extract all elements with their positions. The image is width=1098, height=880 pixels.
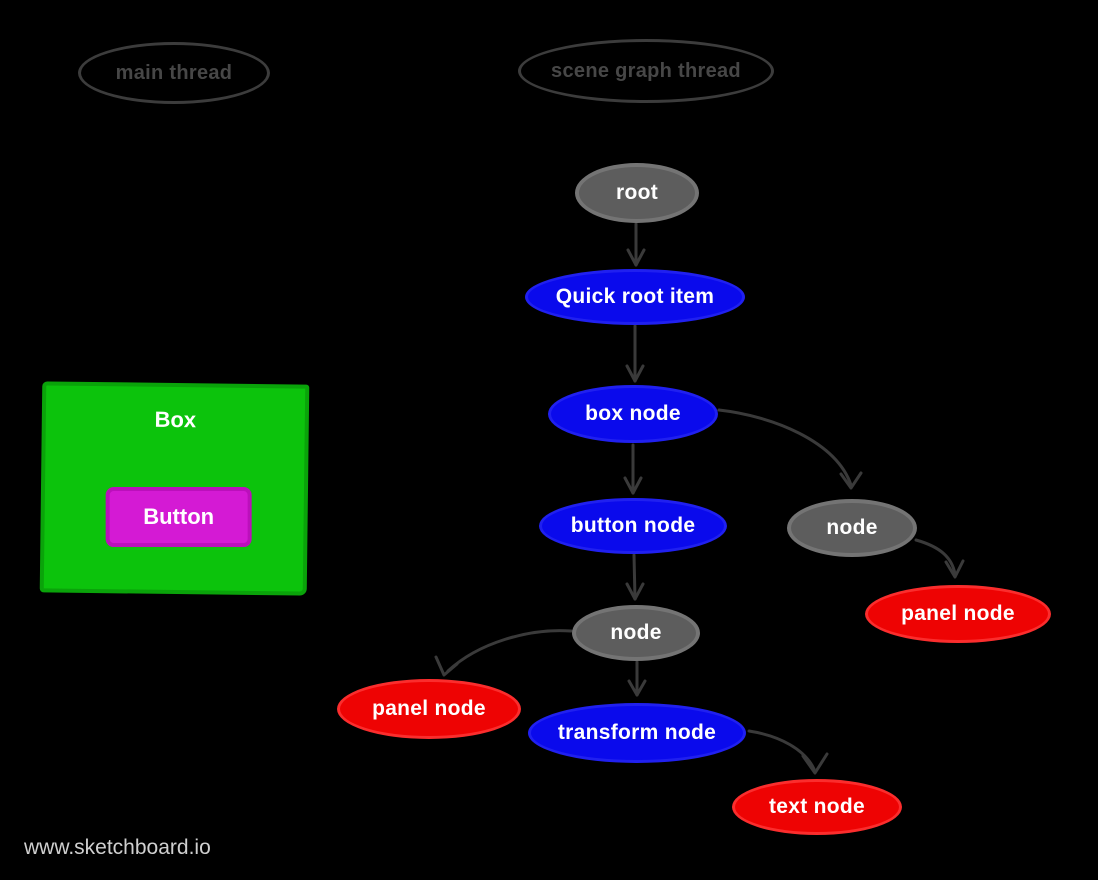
edge-node-lower-to-panel-node-left [434, 629, 573, 677]
node-label: node [610, 621, 662, 644]
node-label: box node [585, 402, 681, 425]
edge-box-node-to-node-right [717, 408, 863, 490]
edge-node-lower-to-transform-node [627, 660, 647, 697]
edge-node-right-to-panel-node-right [914, 538, 965, 579]
thread-label: scene graph thread [551, 59, 741, 82]
node-right[interactable]: node [787, 499, 917, 557]
node-label: transform node [557, 721, 717, 744]
node-label: root [615, 181, 659, 204]
node-label: button node [570, 514, 696, 537]
node-label: node [826, 516, 878, 539]
node-label: Quick root item [555, 285, 715, 308]
node-text-node[interactable]: text node [732, 779, 902, 835]
thread-ellipse-main[interactable]: main thread [78, 42, 270, 104]
button-shape[interactable]: Button [105, 487, 252, 548]
edge-transform-node-to-text-node [747, 729, 829, 775]
sketchboard-watermark: www.sketchboard.io [24, 836, 211, 859]
edge-root-to-quick-root-item [626, 222, 646, 267]
node-box-node[interactable]: box node [548, 385, 718, 443]
thread-ellipse-scene-graph[interactable]: scene graph thread [518, 39, 774, 103]
node-label: panel node [372, 697, 486, 720]
button-label: Button [143, 504, 215, 530]
box-label: Box [154, 406, 197, 433]
edge-quick-root-item-to-box-node [625, 324, 645, 383]
node-label: text node [768, 795, 866, 818]
node-label: panel node [901, 602, 1015, 625]
node-panel-node-right[interactable]: panel node [865, 585, 1051, 643]
edge-box-node-to-button-node [623, 443, 643, 495]
node-lower[interactable]: node [572, 605, 700, 661]
thread-label: main thread [115, 61, 233, 84]
node-button-node[interactable]: button node [539, 498, 727, 554]
box-shape[interactable]: Box Button [39, 381, 310, 596]
node-panel-node-left[interactable]: panel node [337, 679, 521, 739]
node-quick-root-item[interactable]: Quick root item [525, 269, 745, 325]
edge-button-node-to-node-lower [625, 553, 645, 601]
node-root[interactable]: root [575, 163, 699, 223]
node-transform-node[interactable]: transform node [528, 703, 746, 763]
